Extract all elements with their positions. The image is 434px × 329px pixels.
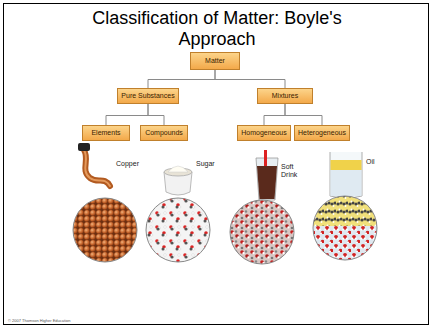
category-label: Heterogeneous [298, 129, 346, 137]
category-label: Homogeneous [241, 129, 287, 137]
tree-connector [148, 70, 215, 88]
soft-drink-closeup [230, 200, 294, 264]
tree-connector [148, 104, 164, 125]
copyright-note: © 2007 Thomson Higher Education [8, 318, 70, 323]
slide-title: Classification of Matter: Boyle's Approa… [67, 8, 367, 50]
category-label: Matter [205, 57, 225, 65]
tree-connector [215, 70, 285, 88]
tree-connector [264, 104, 285, 125]
sugar-closeup [146, 198, 210, 262]
illustration-label: Copper [116, 160, 139, 168]
oil-closeup [313, 196, 377, 260]
oil-beaker [330, 152, 362, 198]
sugar-bowl [164, 166, 192, 195]
copper-closeup [73, 198, 137, 262]
oil-closeup-rim [313, 196, 377, 260]
illustration-label: Sugar [196, 160, 215, 168]
category-box: Compounds [140, 125, 188, 141]
category-label: Compounds [145, 129, 183, 137]
category-box: Elements [82, 125, 130, 141]
category-label: Mixtures [272, 92, 298, 100]
tree-connector [285, 104, 322, 125]
category-label: Pure Substances [121, 92, 174, 100]
category-box: Matter [190, 52, 240, 70]
tree-connector [106, 104, 148, 125]
category-box: Heterogeneous [294, 125, 350, 141]
category-label: Elements [91, 129, 120, 137]
illustration-label: Oil [366, 158, 375, 166]
category-box: Pure Substances [117, 88, 179, 104]
soft-drink-glass [256, 150, 278, 200]
copper-wire [78, 143, 110, 186]
category-box: Mixtures [257, 88, 313, 104]
illustration-label: Soft Drink [281, 163, 307, 179]
category-box: Homogeneous [237, 125, 291, 141]
